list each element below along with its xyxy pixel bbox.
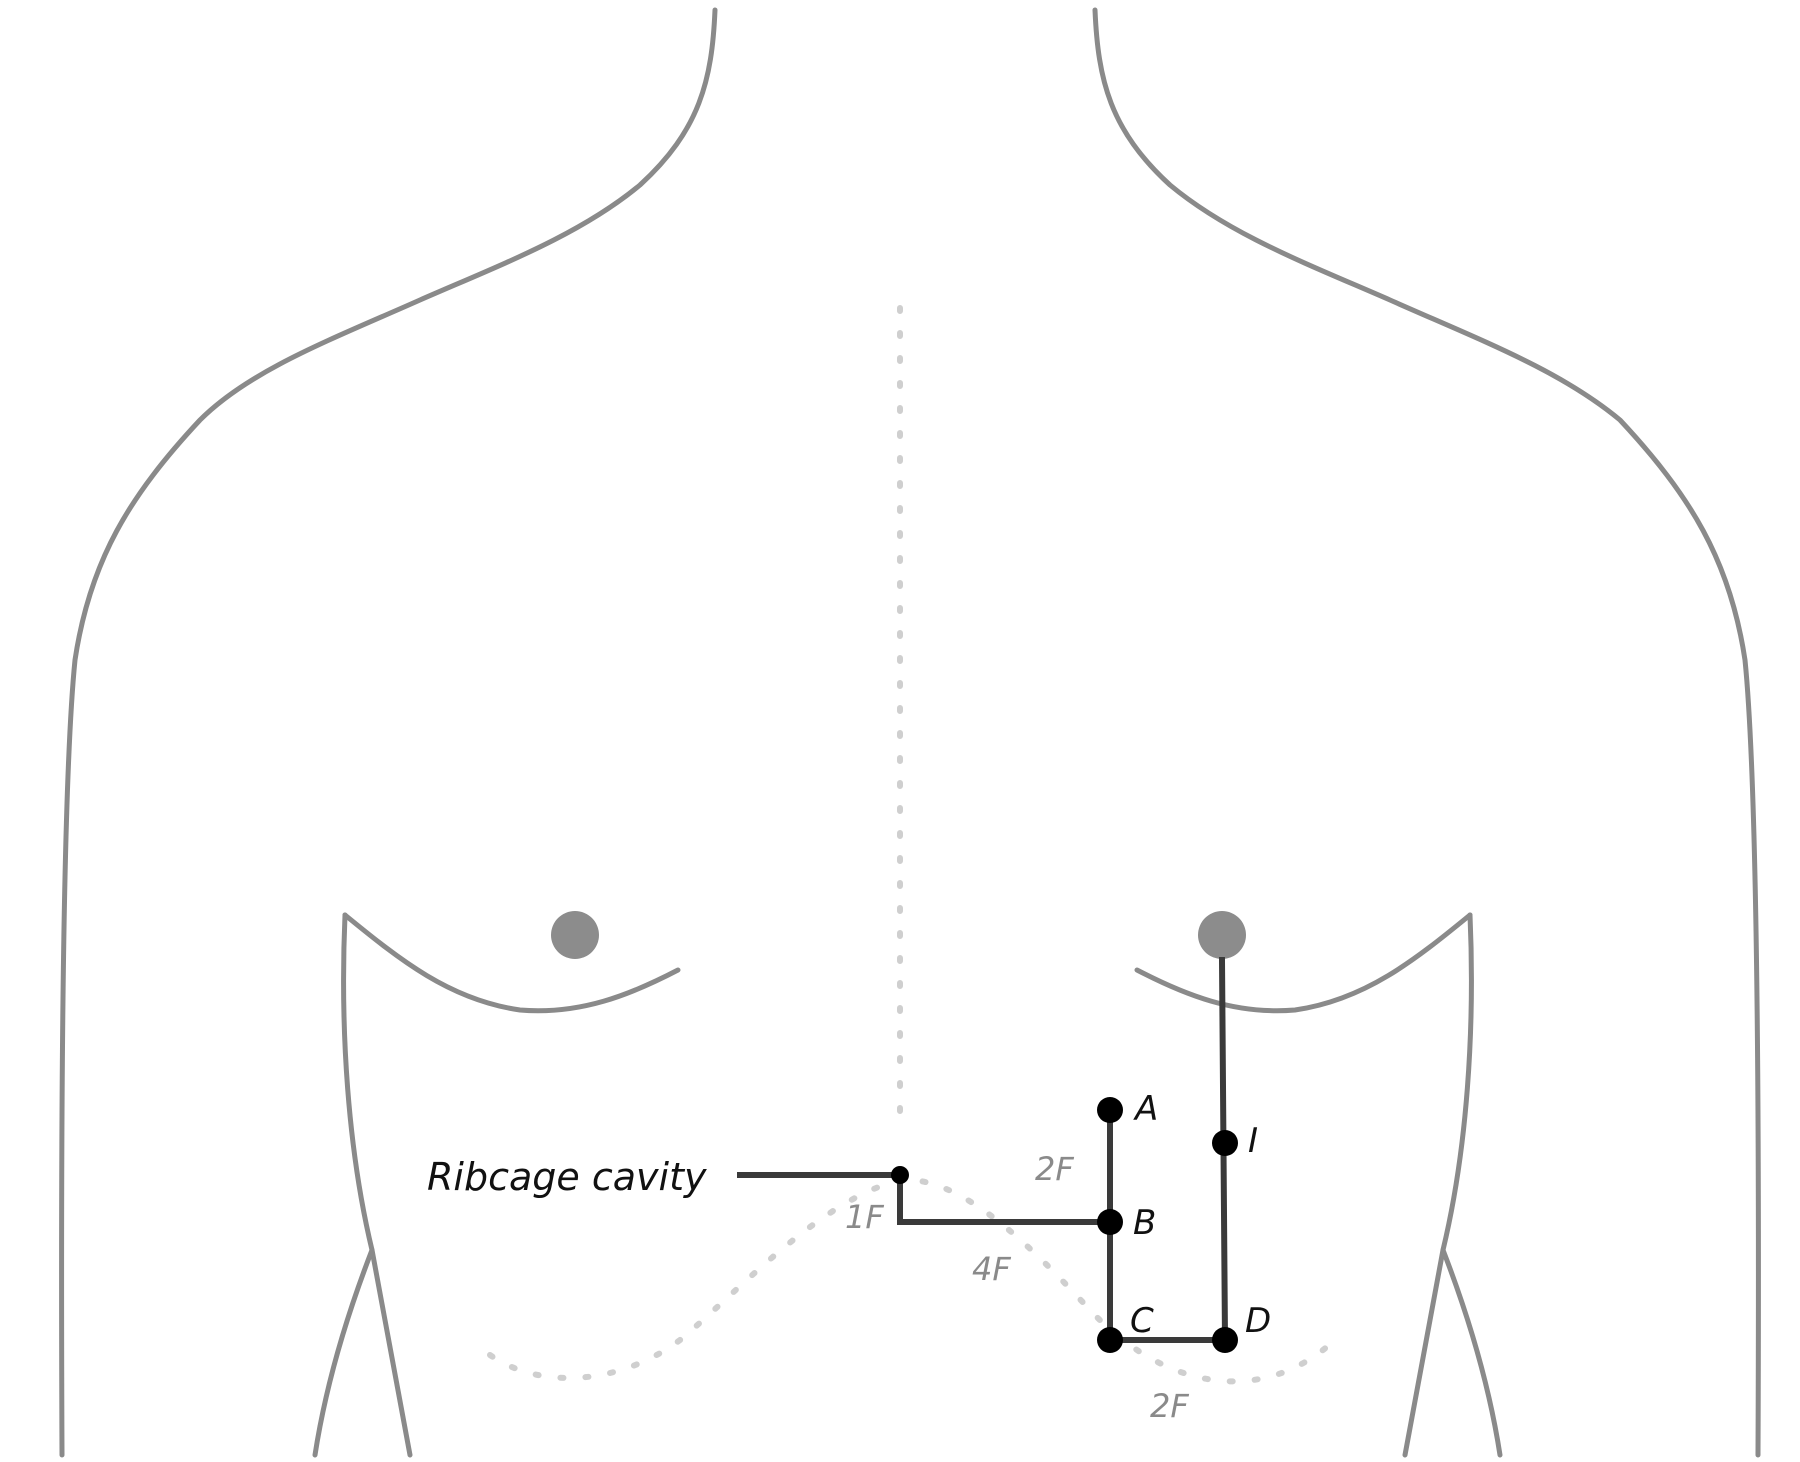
left-torso-side-outline (341, 912, 375, 1253)
right-pectoral-outline (1134, 912, 1473, 1014)
distance-ribcage-b-label: 1F (845, 1198, 884, 1236)
point-b-label: B (1133, 1203, 1156, 1243)
point-b-dot (1097, 1209, 1123, 1235)
left-nipple (551, 911, 599, 959)
right-nipple (1198, 911, 1246, 959)
point-c-dot (1097, 1327, 1123, 1353)
left-neck-shoulder-outline (59, 7, 718, 1458)
left-pectoral-outline (342, 912, 681, 1014)
distance-cd-label: 2F (1150, 1387, 1189, 1425)
point-a-dot (1097, 1097, 1123, 1123)
right-torso-side-outline (1440, 912, 1474, 1253)
ribcage-cavity-point (891, 1166, 909, 1184)
point-d-dot (1212, 1327, 1238, 1353)
point-i-label: I (1248, 1121, 1258, 1161)
left-arm-inner-outline (312, 1247, 413, 1458)
distance-bc-label: 4F (972, 1250, 1011, 1288)
right-arm-inner-outline (1402, 1247, 1503, 1458)
ribcage-cavity-label: Ribcage cavity (427, 1155, 707, 1199)
point-a-label: A (1133, 1089, 1158, 1129)
distance-ab-label: 2F (1035, 1150, 1074, 1188)
costal-arch-guide (487, 1176, 1343, 1385)
point-c-label: C (1130, 1301, 1154, 1341)
point-d-label: D (1245, 1301, 1271, 1341)
point-i-dot (1212, 1130, 1238, 1156)
right-neck-shoulder-outline (1092, 7, 1761, 1458)
ribcage-to-b-line (897, 1172, 1113, 1225)
